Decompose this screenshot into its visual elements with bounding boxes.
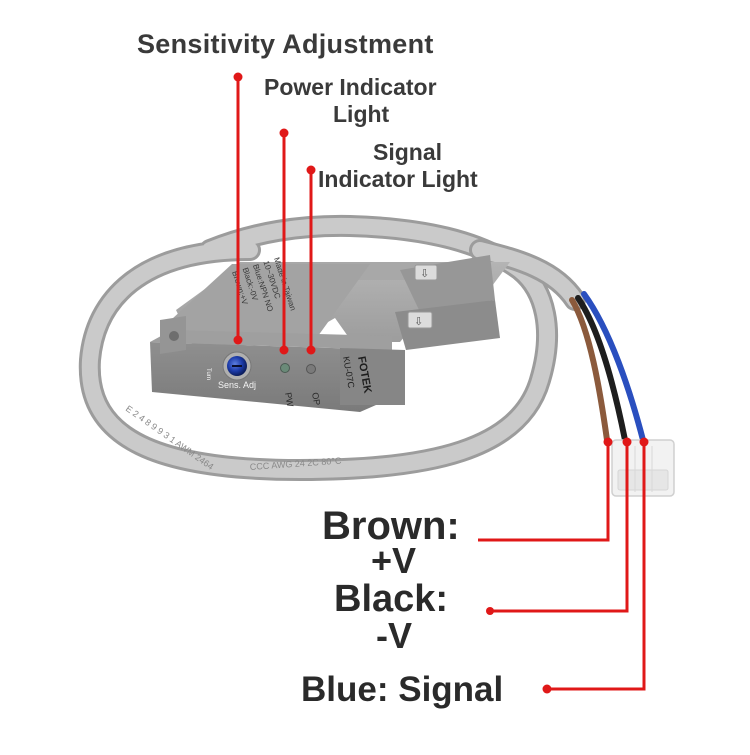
arrow-icon: ⇩	[420, 268, 429, 280]
signal-indicator-label-line2: Indicator Light	[318, 166, 478, 192]
black-wire-label-line2: -V	[376, 615, 412, 656]
sensitivity-adjustment-label: Sensitivity Adjustment	[137, 29, 434, 59]
signal-led	[306, 364, 316, 374]
turn-label: Turn	[205, 368, 211, 380]
sensor-housing: ⇩ ⇩	[150, 255, 510, 412]
callout-lines	[236, 77, 646, 691]
power-led	[280, 363, 290, 373]
wire-bundle	[569, 291, 675, 497]
sens-adj-label: Sens. Adj	[218, 380, 256, 390]
power-indicator-label-line1: Power Indicator	[264, 74, 437, 100]
signal-indicator-label-line1: Signal	[373, 139, 443, 165]
callout-dots	[233, 72, 649, 694]
op-label: OP	[310, 392, 322, 407]
brown-wire-label-line2: +V	[371, 540, 417, 581]
power-indicator-label-line2: Light	[333, 101, 390, 127]
black-wire-label-line1: Black:	[334, 578, 449, 620]
blue-wire-label: Blue: Signal	[301, 670, 504, 709]
arrow-icon: ⇩	[414, 316, 423, 328]
pw-label: PW	[283, 392, 295, 409]
brown-wire-label-line1: Brown:	[322, 504, 460, 548]
